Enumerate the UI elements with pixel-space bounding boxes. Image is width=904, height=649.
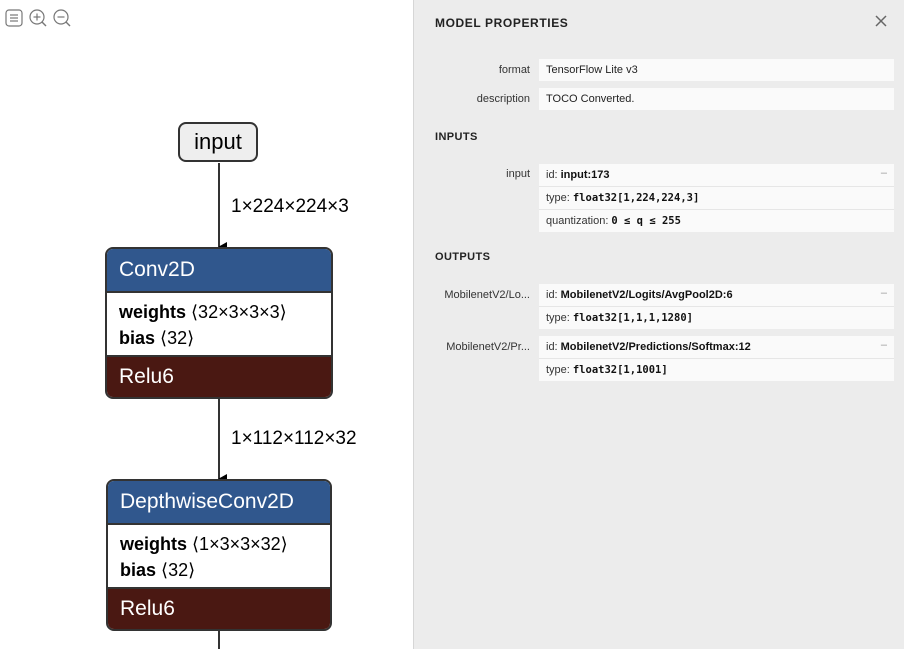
attr-name: weights [120,534,188,554]
zoom-in-button[interactable] [28,8,48,28]
input-id: input:173 [560,169,610,181]
attr-shape: ⟨32×3×3×3⟩ [191,302,287,322]
outputs-section-title: OUTPUTS [435,251,491,263]
output-argument-box[interactable]: id: MobilenetV2/Logits/AvgPool2D:6 – typ… [539,284,894,329]
id-key: id: [546,169,558,181]
zoom-out-icon [53,9,71,27]
input-type: float32[1,224,224,3] [572,192,700,204]
output-name: MobilenetV2/Pr... [446,341,530,353]
collapse-toggle[interactable]: – [880,339,887,351]
sidebar-icon [5,9,23,27]
format-value-box[interactable]: TensorFlow Lite v3 [539,59,894,81]
attr-name: bias [120,560,157,580]
close-button[interactable] [872,12,890,30]
attr-shape: ⟨32⟩ [161,560,196,580]
sidebar-toggle-button[interactable] [4,8,24,28]
attr-shape: ⟨32⟩ [160,328,195,348]
node-attributes: weights ⟨1×3×3×32⟩ bias ⟨32⟩ [108,525,330,589]
id-key: id: [546,341,558,353]
output-type: float32[1,1,1,1280] [572,312,693,324]
panel-title: MODEL PROPERTIES [435,16,569,30]
conv2d-node[interactable]: Conv2D weights ⟨32×3×3×3⟩ bias ⟨32⟩ Relu… [105,247,333,399]
collapse-toggle[interactable]: – [880,287,887,299]
edge-label-input-shape: 1×224×224×3 [231,196,349,217]
collapse-toggle[interactable]: – [880,167,887,179]
graph-canvas[interactable]: input 1×224×224×3 1×112×112×32 Conv2D we… [0,0,413,649]
inputs-section-title: INPUTS [435,131,478,143]
input-name: input [506,168,530,180]
type-key: type: [546,192,570,204]
attr-name: bias [119,328,156,348]
output-type: float32[1,1001] [572,364,668,376]
output-argument-box[interactable]: id: MobilenetV2/Predictions/Softmax:12 –… [539,336,894,381]
output-id: MobilenetV2/Logits/AvgPool2D:6 [560,289,733,301]
graph-edges [218,163,227,649]
description-label: description [476,93,530,105]
graph-toolbar [4,8,72,28]
description-value: TOCO Converted. [546,93,635,105]
type-key: type: [546,312,570,324]
attr-name: weights [119,302,187,322]
node-activation: Relu6 [107,357,331,397]
node-op-title: Conv2D [107,249,331,293]
quantization-key: quantization: [546,215,609,227]
attr-shape: ⟨1×3×3×32⟩ [192,534,288,554]
description-value-box[interactable]: TOCO Converted. [539,88,894,110]
edge-label-conv-shape: 1×112×112×32 [231,428,357,449]
type-key: type: [546,364,570,376]
input-quantization: 0 ≤ q ≤ 255 [611,215,681,227]
output-id: MobilenetV2/Predictions/Softmax:12 [560,341,751,353]
node-attributes: weights ⟨32×3×3×3⟩ bias ⟨32⟩ [107,293,331,357]
zoom-in-icon [29,9,47,27]
node-activation: Relu6 [108,589,330,629]
close-icon [875,15,887,27]
model-properties-panel: MODEL PROPERTIES format TensorFlow Lite … [413,0,904,649]
input-node[interactable]: input [178,122,258,162]
node-op-title: DepthwiseConv2D [108,481,330,525]
id-key: id: [546,289,558,301]
input-argument-box[interactable]: id: input:173 – type: float32[1,224,224,… [539,164,894,232]
format-value: TensorFlow Lite v3 [546,64,638,76]
depthwiseconv2d-node[interactable]: DepthwiseConv2D weights ⟨1×3×3×32⟩ bias … [106,479,332,631]
zoom-out-button[interactable] [52,8,72,28]
format-label: format [498,64,530,76]
output-name: MobilenetV2/Lo... [444,289,530,301]
